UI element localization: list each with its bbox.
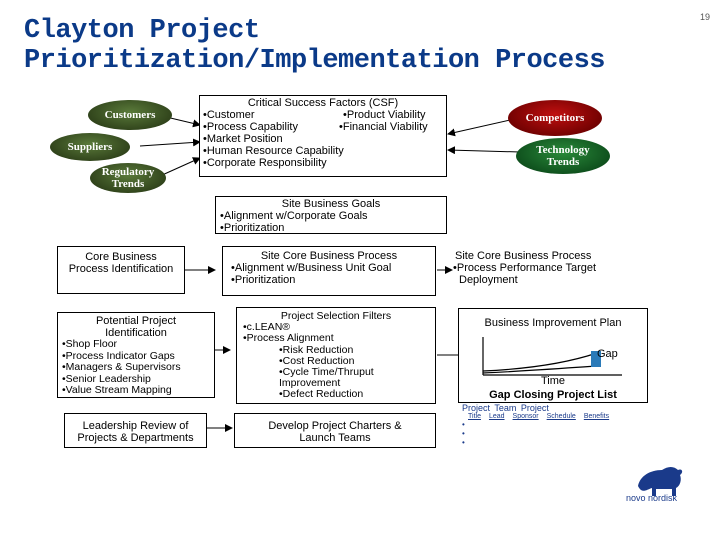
- gap-list-col: Benefits: [583, 413, 610, 420]
- filters-item-clean: •c.LEAN®: [243, 321, 291, 334]
- suppliers-ellipse: Suppliers: [50, 133, 130, 161]
- csf-box: Critical Success Factors (CSF) •Customer…: [199, 95, 447, 177]
- csf-item-process-capability: •Process Capability: [203, 121, 298, 133]
- regulatory-ellipse: Regulatory Trends: [90, 163, 166, 193]
- charters-label: Develop Project Charters & Launch Teams: [268, 420, 402, 444]
- potential-item: •Shop Floor: [62, 338, 118, 350]
- site-core-item-prioritization: •Prioritization: [231, 274, 296, 286]
- gap-list-col: Schedule: [546, 413, 576, 420]
- site-core-box: Site Core Business Process •Alignment w/…: [222, 246, 436, 296]
- site-goals-heading: Site Business Goals: [281, 198, 381, 210]
- gap-list-col: Title: [468, 413, 481, 420]
- potential-item: •Managers & Supervisors: [62, 361, 181, 373]
- potential-item: •Process Indicator Gaps: [62, 349, 175, 362]
- potential-item: •Senior Leadership: [62, 372, 151, 385]
- improvement-plan-box: Business Improvement Plan Gap Time Gap C…: [458, 308, 648, 403]
- site-core-right: Site Core Business Process •Process Perf…: [453, 250, 643, 286]
- csf-item-human-resource: •Human Resource Capability: [203, 145, 344, 157]
- title-line-2: Prioritization/Implementation Process: [24, 46, 606, 76]
- csf-item-financial-viability: •Financial Viability: [339, 121, 428, 133]
- site-core-item-alignment: •Alignment w/Business Unit Goal: [231, 262, 392, 274]
- site-goals-box: Site Business Goals •Alignment w/Corpora…: [215, 196, 447, 234]
- gap-list-bullet: •: [462, 429, 465, 438]
- charters-box: Develop Project Charters & Launch Teams: [234, 413, 436, 448]
- gap-list-row: Project Team Project: [462, 403, 549, 413]
- novo-nordisk-bull-icon: [638, 467, 683, 496]
- gap-list-col: Lead: [488, 413, 505, 420]
- potential-list: •Shop Floor •Process Indicator Gaps •Man…: [62, 338, 210, 397]
- site-core-right-heading: Site Core Business Process: [455, 250, 592, 262]
- site-goals-item-prioritization: •Prioritization: [220, 222, 285, 234]
- leadership-review-label: Leadership Review of Projects & Departme…: [77, 420, 194, 444]
- leadership-review-box: Leadership Review of Projects & Departme…: [64, 413, 207, 448]
- core-identification-label: Core Business Process Identification: [68, 251, 174, 275]
- gap-list-col: Sponsor: [512, 413, 539, 420]
- competitors-ellipse: Competitors: [508, 100, 602, 136]
- filters-heading: Project Selection Filters: [280, 310, 392, 322]
- page-title: Clayton Project Prioritization/Implement…: [24, 16, 606, 76]
- improvement-plan-heading: Business Improvement Plan: [484, 317, 622, 329]
- csf-heading: Critical Success Factors (CSF): [247, 97, 399, 109]
- gap-label: Gap: [597, 348, 618, 360]
- potential-heading: Potential Project Identification: [95, 315, 177, 339]
- gap-list-columns: Title Lead Sponsor Schedule Benefits: [462, 413, 652, 420]
- site-goals-item-alignment: •Alignment w/Corporate Goals: [220, 210, 368, 222]
- potential-project-box: Potential Project Identification •Shop F…: [57, 312, 215, 398]
- filters-sub-risk: •Risk Reduction: [279, 343, 354, 356]
- gap-list-detail: Project Team Project Title Lead Sponsor …: [462, 403, 652, 447]
- core-identification-box: Core Business Process Identification: [57, 246, 185, 294]
- gap-list-bullet: •: [462, 420, 465, 429]
- page-number: 19: [699, 12, 710, 22]
- potential-item: •Value Stream Mapping: [62, 384, 172, 396]
- filters-sub-improvement: Improvement: [279, 377, 341, 390]
- gap-list-bullet: •: [462, 438, 465, 447]
- site-core-right-item-target: •Process Performance Target: [453, 262, 597, 274]
- customers-ellipse: Customers: [88, 100, 172, 130]
- technology-label: Technology Trends: [536, 144, 590, 168]
- csf-item-corporate-responsibility: •Corporate Responsibility: [203, 157, 327, 169]
- title-line-1: Clayton Project: [24, 16, 260, 46]
- filters-sub-defect: •Defect Reduction: [279, 388, 364, 401]
- competitors-label: Competitors: [525, 112, 585, 124]
- suppliers-label: Suppliers: [67, 141, 113, 153]
- time-label: Time: [541, 375, 566, 387]
- csf-item-market-position: •Market Position: [203, 133, 283, 145]
- filters-sub-cost: •Cost Reduction: [279, 354, 355, 367]
- site-core-heading: Site Core Business Process: [260, 250, 398, 262]
- gap-graph: [482, 337, 622, 376]
- technology-ellipse: Technology Trends: [516, 138, 610, 174]
- csf-item-customer: •Customer: [203, 109, 255, 121]
- filters-sub-cycle: •Cycle Time/Thruput: [279, 366, 374, 379]
- filters-item-process-alignment: •Process Alignment: [243, 332, 334, 345]
- csf-item-product-viability: •Product Viability: [343, 109, 426, 121]
- site-core-right-item-deployment: Deployment: [459, 274, 518, 286]
- gap-list-heading: Gap Closing Project List: [489, 389, 617, 401]
- novo-nordisk-logo-text: novo nordisk: [626, 493, 678, 503]
- filters-box: Project Selection Filters •c.LEAN® •Proc…: [236, 307, 436, 404]
- regulatory-label: Regulatory Trends: [101, 166, 155, 190]
- gap-list-bullets: • • •: [462, 420, 652, 447]
- customers-label: Customers: [104, 109, 156, 121]
